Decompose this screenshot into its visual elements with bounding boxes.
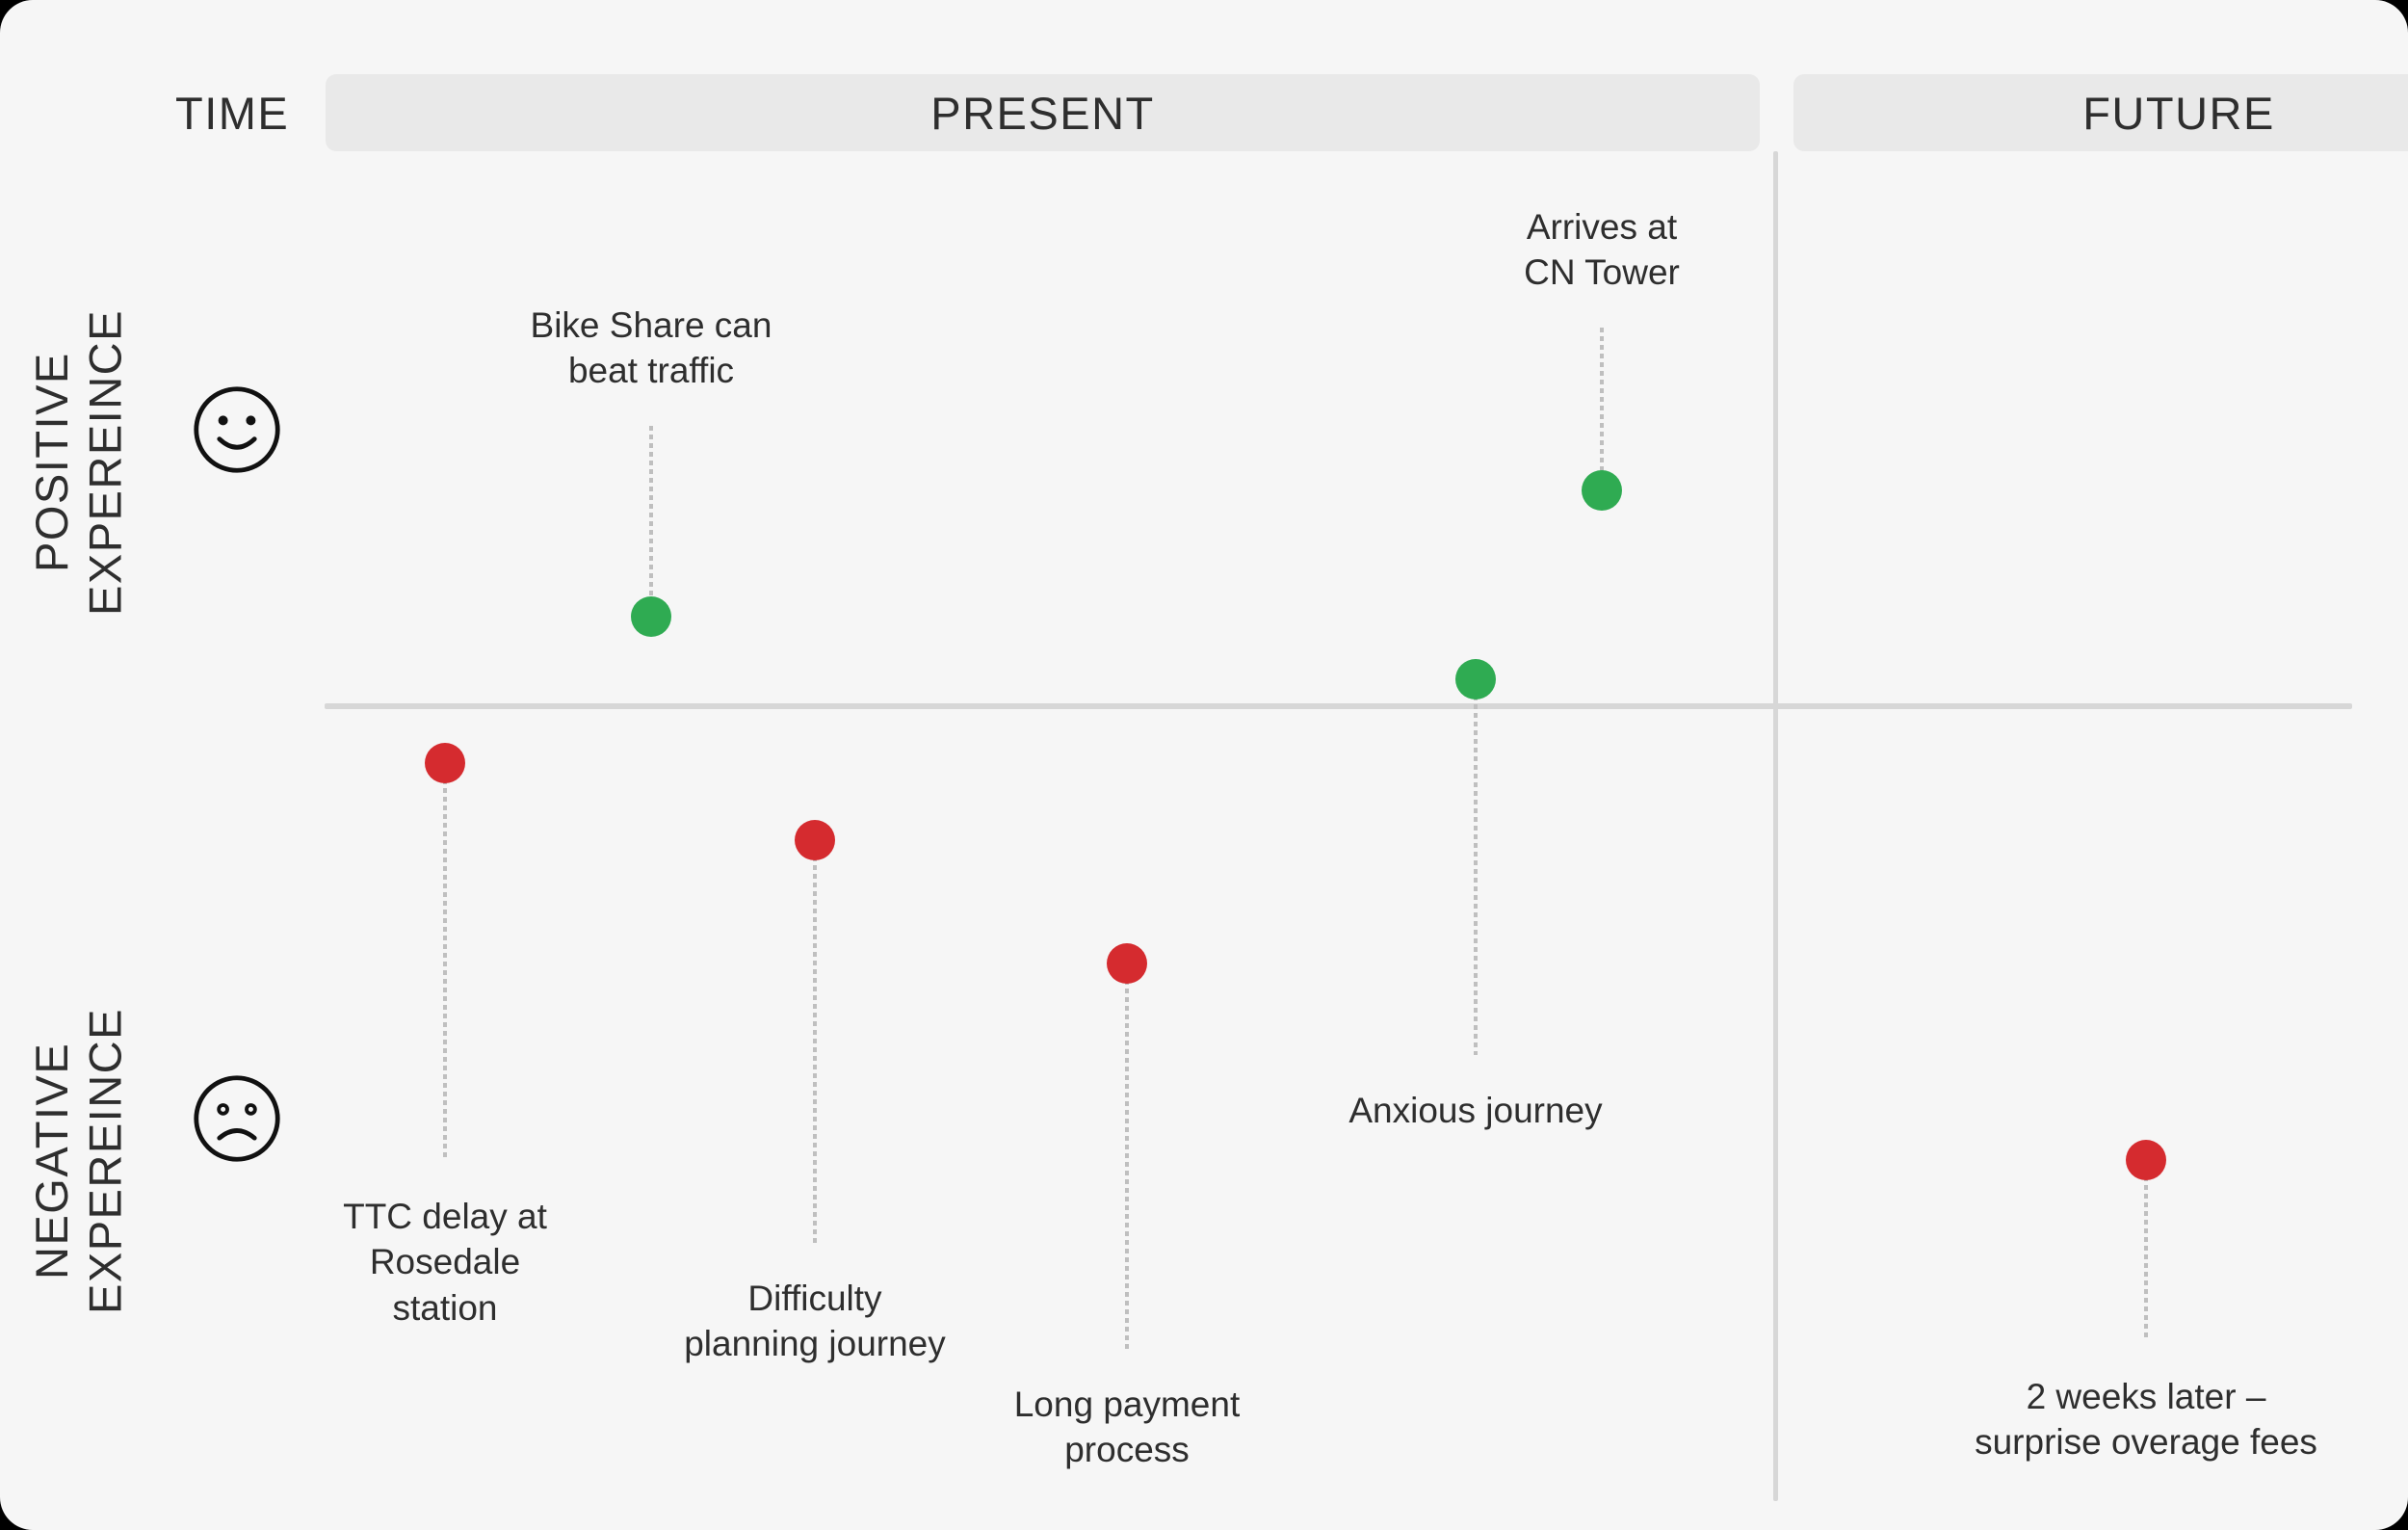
frowny-face-icon [194,1075,280,1162]
journey-point-stem-anxious-journey [1474,696,1478,1055]
journey-point-stem-bike-share [649,426,653,600]
journey-point-dot-anxious-journey[interactable] [1455,659,1496,699]
journey-point-label-arrives-cn-tower: Arrives at CN Tower [1524,207,1680,293]
phase-divider [1773,151,1778,1501]
positive-experience-axis-label: POSITIVE EXPEREINCE [26,309,131,616]
journey-point-dot-bike-share[interactable] [631,596,671,637]
journey-point-stem-difficulty-planning [813,857,817,1243]
journey-point-label-overage-fees: 2 weeks later – surprise overage fees [1975,1377,2317,1463]
journey-point-label-long-payment: Long payment process [1013,1385,1241,1470]
negative-experience-axis-label: NEGATIVE EXPEREINCE [26,1008,131,1314]
journey-point-label-anxious-journey: Anxious journey [1348,1091,1603,1130]
journey-point-stem-ttc-delay [443,779,447,1161]
smiley-face-icon [194,386,280,473]
journey-point-dot-long-payment[interactable] [1107,943,1147,984]
phase-header-future[interactable]: FUTURE [1793,74,2408,151]
phase-header-present-label: PRESENT [930,87,1155,139]
phase-header-future-label: FUTURE [2082,87,2275,139]
phase-header-present[interactable]: PRESENT [326,74,1760,151]
journey-point-dot-arrives-cn-tower[interactable] [1582,470,1622,511]
journey-point-label-difficulty-planning: Difficulty planning journey [684,1279,946,1364]
journey-point-label-ttc-delay: TTC delay at Rosedale station [343,1197,547,1328]
journey-point-stem-overage-fees [2144,1176,2148,1341]
journey-point-dot-overage-fees[interactable] [2126,1140,2166,1180]
journey-point-dot-difficulty-planning[interactable] [795,820,835,860]
time-axis-label: TIME [175,88,290,139]
journey-point-stem-arrives-cn-tower [1600,328,1604,474]
journey-point-stem-long-payment [1125,980,1129,1349]
neutral-experience-axis [325,703,2352,709]
journey-point-dot-ttc-delay[interactable] [425,743,465,783]
journey-point-label-bike-share: Bike Share can beat traffic [530,305,772,391]
